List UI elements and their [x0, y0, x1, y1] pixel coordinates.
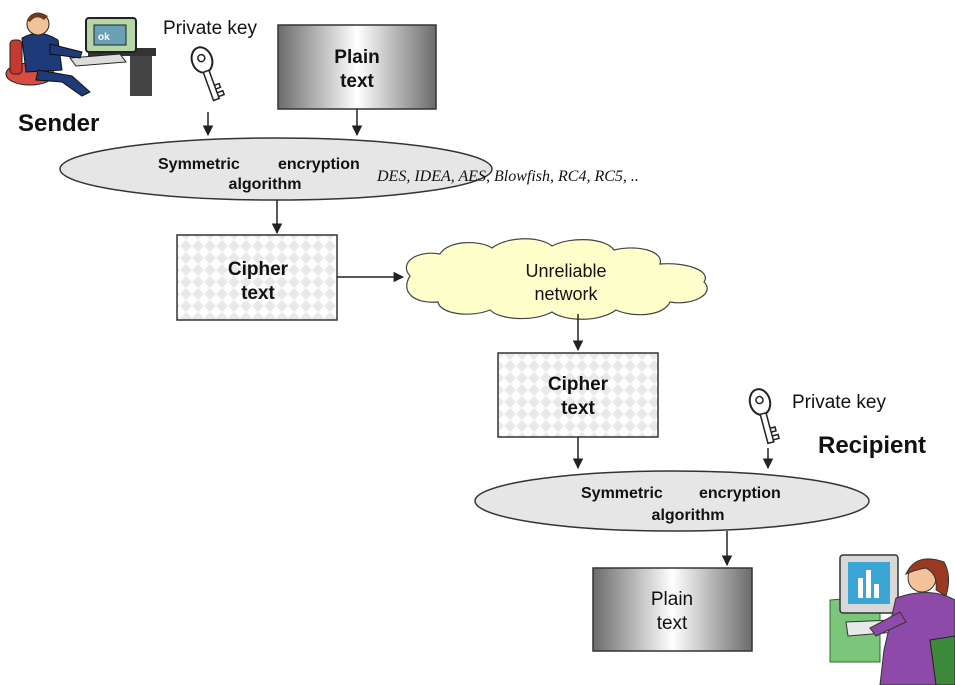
sender-key-icon	[190, 46, 226, 102]
decrypt-line1-word2: encryption	[699, 485, 781, 502]
recipient-label: Recipient	[818, 432, 926, 459]
svg-text:ok: ok	[98, 32, 110, 43]
sender-private-key-label: Private key	[163, 18, 257, 39]
cipher-text-box-bottom: Cipher text	[497, 352, 659, 438]
unreliable-network-cloud: Unreliable network	[405, 238, 708, 320]
cipher-text-box-top: Cipher text	[176, 234, 338, 321]
network-line2: network	[534, 284, 598, 304]
plain-text-top-line2: text	[340, 71, 374, 92]
encrypt-line1-word1: Symmetric	[158, 156, 240, 173]
recipient-private-key-label: Private key	[792, 392, 886, 413]
algorithms-note: DES, IDEA, AES, Blowfish, RC4, RC5, ..	[376, 168, 639, 185]
decrypt-line2: algorithm	[652, 507, 725, 524]
plain-text-input-box: Plain text	[277, 24, 437, 110]
plain-text-bottom-line1: Plain	[651, 589, 693, 610]
encrypt-line2: algorithm	[229, 176, 302, 193]
decrypt-line1-word1: Symmetric	[581, 485, 663, 502]
plain-text-output-box: Plain text	[592, 567, 753, 652]
sender-label: Sender	[18, 110, 99, 137]
decryption-algorithm-ellipse: Symmetric encryption algorithm	[474, 470, 870, 532]
plain-text-bottom-line2: text	[657, 613, 688, 634]
encrypt-line1-word2: encryption	[278, 156, 360, 173]
cipher-top-line1: Cipher	[228, 259, 289, 280]
cipher-bottom-line1: Cipher	[548, 374, 609, 395]
recipient-key-icon	[748, 388, 780, 445]
cipher-top-line2: text	[241, 283, 275, 304]
encryption-algorithm-ellipse: Symmetric encryption algorithm	[59, 137, 493, 201]
recipient-at-computer-icon	[829, 554, 955, 685]
plain-text-top-line1: Plain	[334, 47, 379, 68]
cipher-bottom-line2: text	[561, 398, 595, 419]
network-line1: Unreliable	[525, 261, 606, 281]
sender-at-computer-icon: ok	[5, 12, 156, 97]
